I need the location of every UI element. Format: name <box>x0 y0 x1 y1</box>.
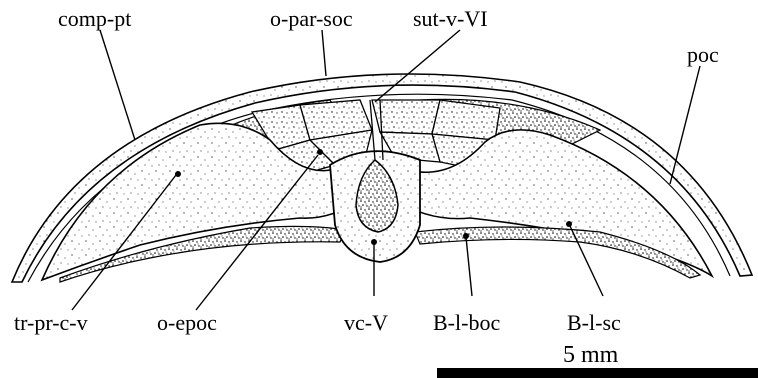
label-b-l-sc: B-l-sc <box>567 310 621 335</box>
label-b-l-boc: B-l-boc <box>433 310 500 335</box>
leader-sut-v-vi <box>375 30 460 102</box>
scale-bar <box>437 368 758 378</box>
leader-poc <box>670 66 700 184</box>
dot-o-epoc <box>317 149 323 155</box>
label-o-par-soc: o-par-soc <box>270 6 353 31</box>
label-sut-v-vi: sut-v-VI <box>413 6 488 31</box>
leader-comp-pt <box>100 30 135 140</box>
label-vc-v: vc-V <box>344 310 388 335</box>
dot-vc-v <box>371 239 377 245</box>
label-comp-pt: comp-pt <box>58 6 131 31</box>
dot-b-l-sc <box>566 221 572 227</box>
label-poc: poc <box>687 42 719 67</box>
label-o-epoc: o-epoc <box>157 310 217 335</box>
leader-b-l-boc <box>466 237 472 296</box>
label-tr-pr-c-v: tr-pr-c-v <box>14 310 88 335</box>
scale-bar-label: 5 mm <box>563 342 619 368</box>
dot-tr-pr-c-v <box>175 171 181 177</box>
dot-b-l-boc <box>463 233 469 239</box>
leader-o-par-soc <box>322 30 326 76</box>
